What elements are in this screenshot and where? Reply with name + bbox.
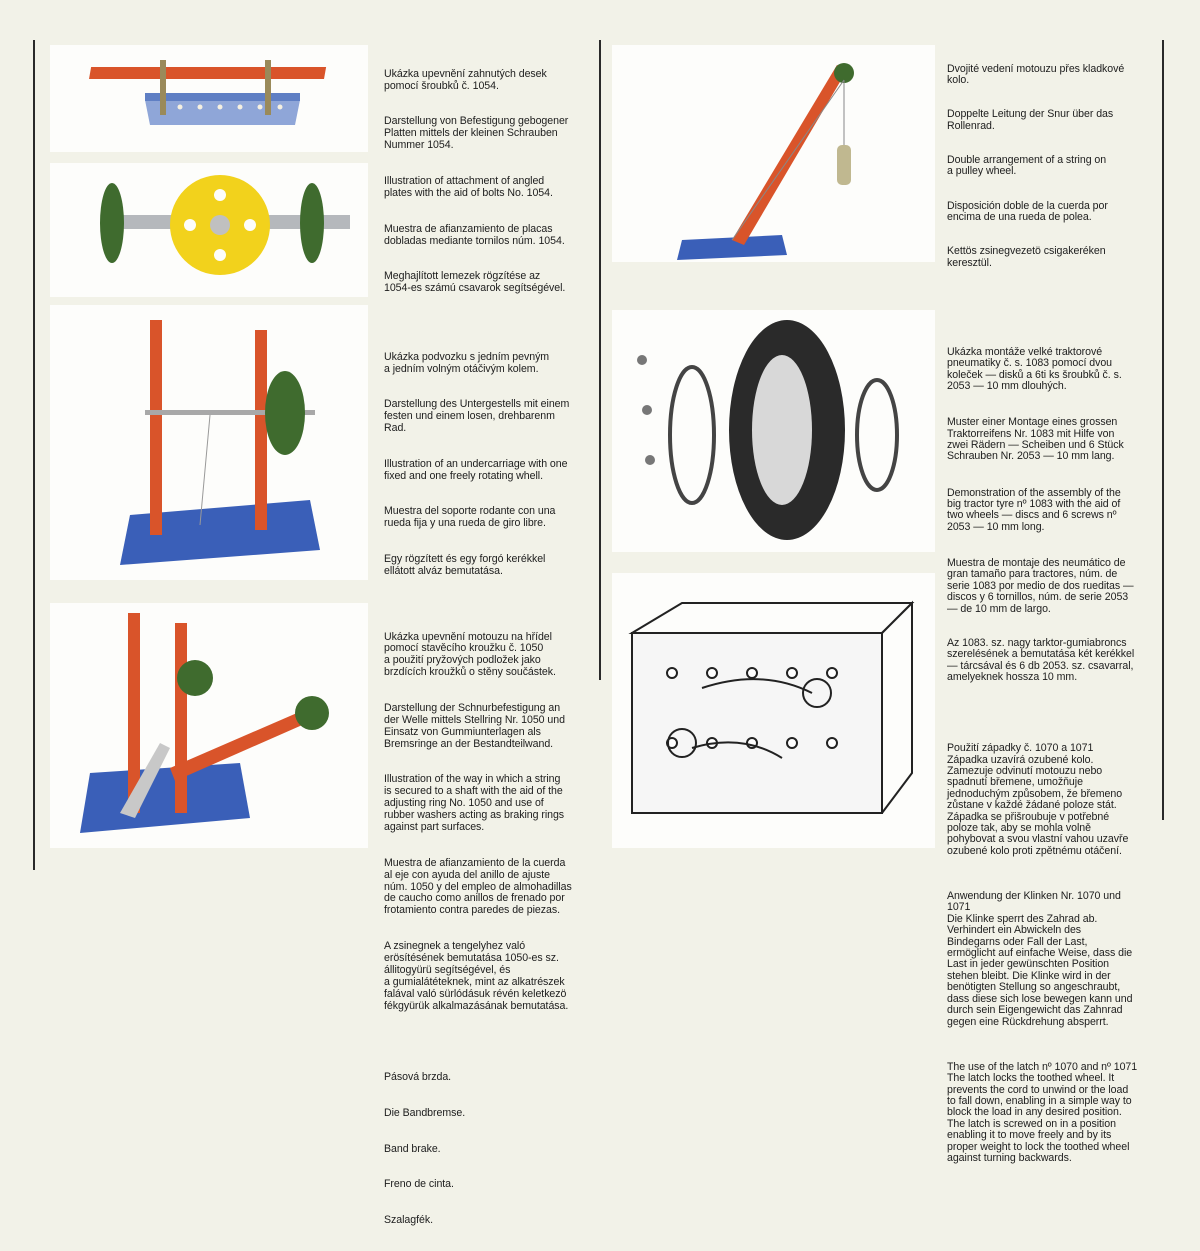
caption-de: Darstellung der Schnurbefestigung an der… <box>384 701 565 750</box>
caption-cz: Ukázka upevnění zahnutých desek pomocí š… <box>384 67 547 92</box>
caption-cz: Dvojité vedení motouzu přes kladkové kol… <box>947 62 1125 87</box>
caption-es: Disposición doble de la cuerda por encim… <box>947 199 1108 224</box>
caption-es: Muestra de montaje des neumático de gran… <box>947 557 1134 615</box>
caption-es: Muestra de afianzamiento de placas dobla… <box>384 222 565 247</box>
caption-pulley: Dvojité vedení motouzu přes kladkové kol… <box>947 41 1137 292</box>
caption-en: Illustration of the way in which a strin… <box>384 773 565 833</box>
caption-en: The use of the latch nº 1070 and nº 1071… <box>947 1060 1138 1164</box>
caption-en: Illustration of an undercarriage with on… <box>384 457 568 482</box>
photo-latch-drawing <box>612 573 935 848</box>
caption-hu: Meghajlított lemezek rögzítése az 1054-e… <box>384 270 566 295</box>
caption-de: Doppelte Leitung der Snur über das Rolle… <box>947 108 1114 132</box>
left-margin-rule <box>33 40 35 870</box>
caption-cz: Pásová brzda. <box>384 1071 452 1084</box>
caption-band-brake: Pásová brzda. Die Bandbremse. Band brake… <box>384 1048 572 1250</box>
caption-en: Double arrangement of a string on a pull… <box>947 154 1107 178</box>
caption-de: Darstellung von Befestigung gebogener Pl… <box>384 115 569 152</box>
caption-hu: Egy rögzített és egy forgó kerékkel ellá… <box>384 553 546 577</box>
caption-hu: Szalagfék. <box>384 1214 433 1226</box>
caption-en: Band brake. <box>384 1142 441 1155</box>
photo-angled-plates <box>50 45 368 152</box>
caption-en: Illustration of attachment of angled pla… <box>384 174 553 199</box>
photo-string-shaft <box>50 305 368 580</box>
right-margin-rule <box>1162 40 1164 820</box>
caption-hu: A zsinegnek a tengelyhez való erösítésén… <box>384 940 569 1012</box>
left-caption-column: Ukázka upevnění zahnutých desek pomocí š… <box>384 45 572 1251</box>
caption-hu: Kettös zsinegvezetö csigakeréken kereszt… <box>947 245 1106 269</box>
right-caption-column: Dvojité vedení motouzu přes kladkové kol… <box>947 41 1137 1187</box>
caption-de: Die Bandbremse. <box>384 1106 466 1119</box>
caption-de: Darstellung des Untergestells mit einem … <box>384 398 570 435</box>
caption-undercarriage: Ukázka podvozku s jedním pevným a jedním… <box>384 328 572 602</box>
caption-cz: Ukázka montáže velké traktorové pneumati… <box>947 345 1122 392</box>
caption-angled-plates: Ukázka upevnění zahnutých desek pomocí š… <box>384 45 572 319</box>
caption-de: Muster einer Montage eines grossen Trakt… <box>947 416 1124 463</box>
photo-tractor-tyre <box>612 310 935 552</box>
caption-string-shaft: Ukázka upevnění motouzu na hřídel pomocí… <box>384 608 572 1037</box>
caption-latch: Použití západky č. 1070 a 1071 Západka u… <box>947 720 1137 1187</box>
caption-de: Anwendung der Klinken Nr. 1070 und 1071 … <box>947 890 1133 1028</box>
caption-en: Demonstration of the assembly of the big… <box>947 486 1121 533</box>
caption-es: Freno de cinta. <box>384 1178 454 1191</box>
photo-band-brake <box>50 603 368 848</box>
caption-hu: Az 1083. sz. nagy tarktor-gumiabroncs sz… <box>947 636 1135 684</box>
caption-cz: Ukázka podvozku s jedním pevným a jedním… <box>384 350 550 375</box>
caption-cz: Ukázka upevnění motouzu na hřídel pomocí… <box>384 630 556 679</box>
photo-undercarriage <box>50 163 368 297</box>
caption-es: Muestra de afianzamiento de la cuerda al… <box>384 856 572 917</box>
caption-es: Muestra del soporte rodante con una rued… <box>384 505 556 530</box>
caption-cz: Použití západky č. 1070 a 1071 Západka u… <box>947 742 1129 857</box>
center-rule <box>599 40 601 680</box>
caption-tractor-tyre: Ukázka montáže velké traktorové pneumati… <box>947 324 1137 706</box>
photo-pulley-crane <box>612 45 935 262</box>
